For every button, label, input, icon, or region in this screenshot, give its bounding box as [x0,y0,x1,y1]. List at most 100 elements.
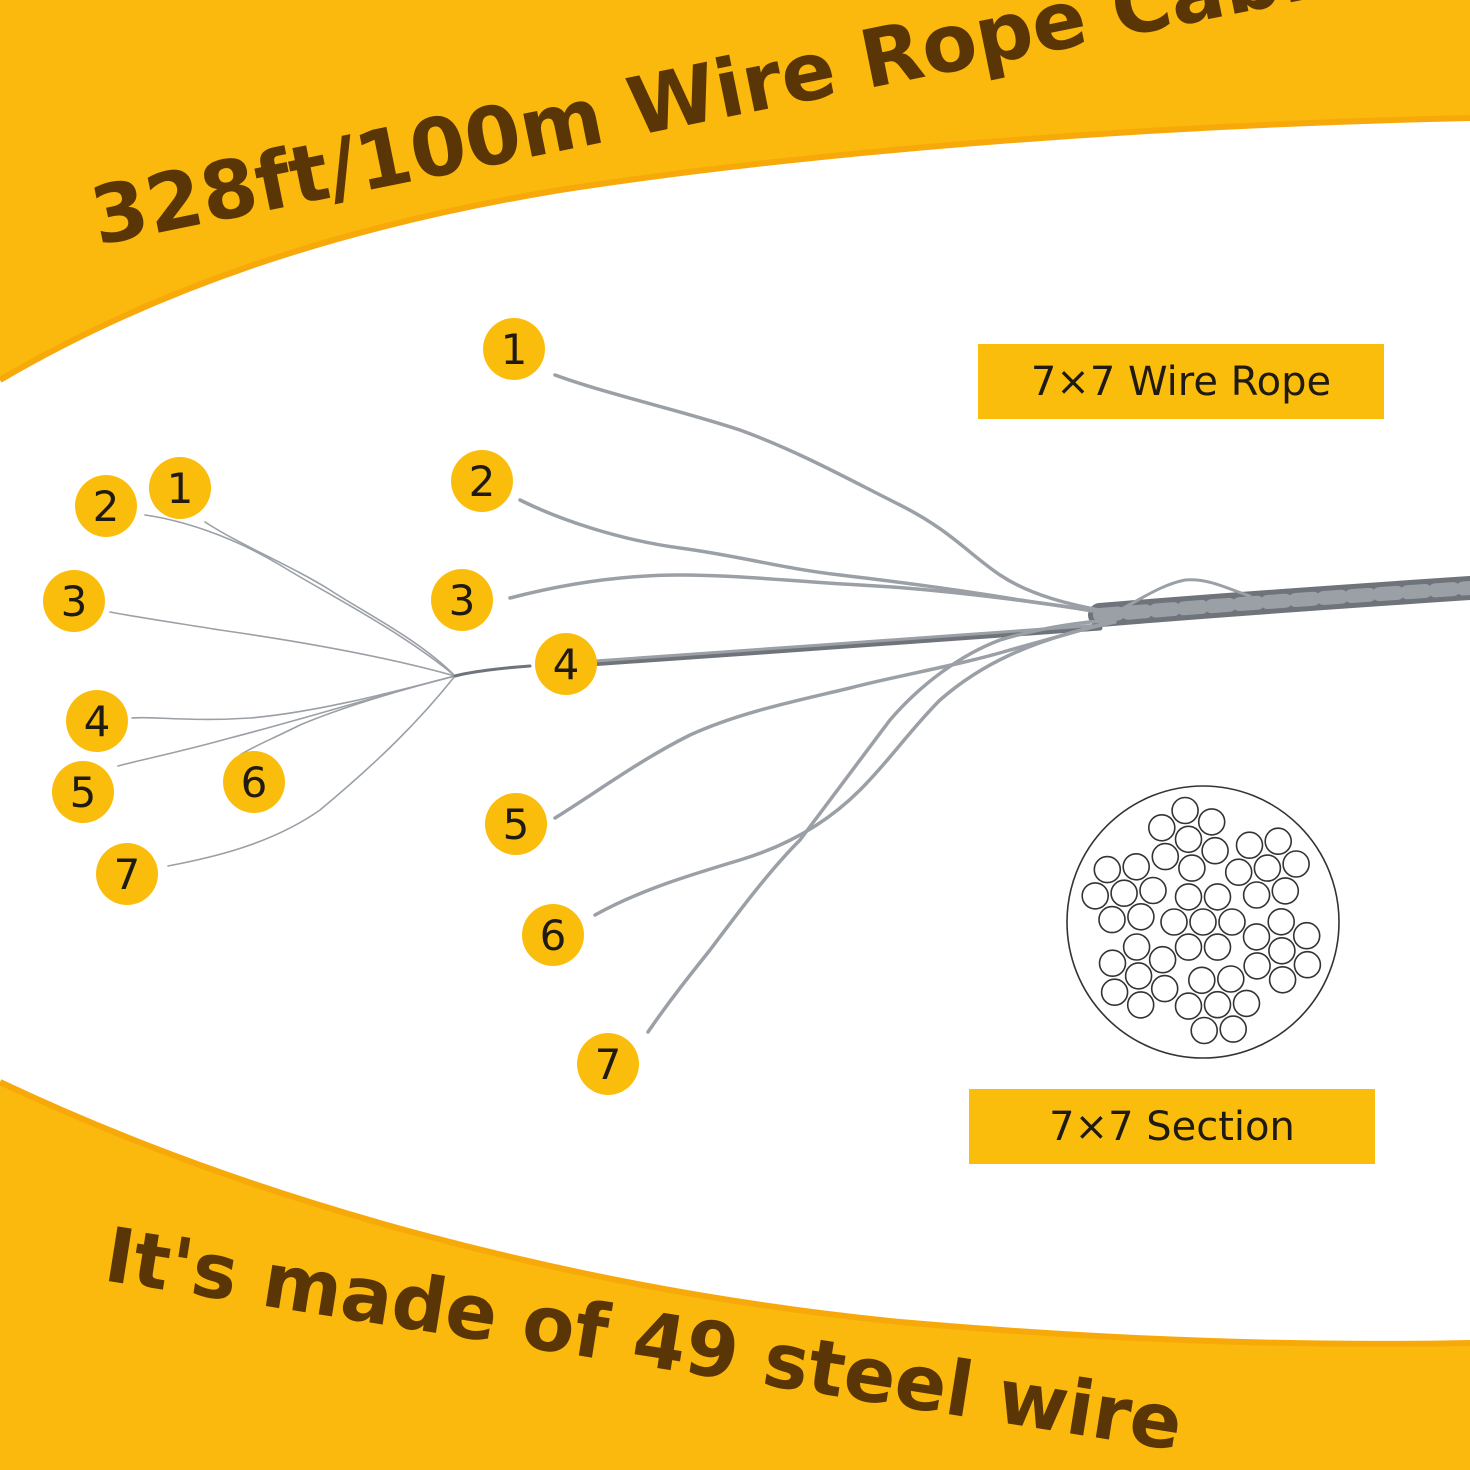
fine-wire-2 [144,514,456,677]
badge-left-1-text: 1 [167,464,194,513]
section-label: 7×7 Section [969,1089,1375,1164]
badge-left-2: 2 [75,475,137,537]
wire-rope-label: 7×7 Wire Rope [978,344,1384,419]
section-wire-22 [1124,962,1153,990]
section-wire-24 [1100,978,1129,1007]
strand-1 [553,373,1112,614]
badge-right-3-text: 3 [449,576,476,625]
section-wire-35 [1127,902,1155,931]
single-strand-highlight [593,623,1102,663]
section-wire-42 [1178,854,1206,882]
fine-wire-7 [167,675,456,867]
section-wire-10 [1268,965,1297,994]
section-wire-48 [1271,877,1300,905]
fine-wire-bundle [109,514,532,867]
badge-left-6: 6 [223,751,285,813]
section-wire-37 [1151,842,1180,871]
section-wire-13 [1267,907,1295,936]
badge-right-4-text: 4 [553,640,580,689]
badge-left-6-text: 6 [241,758,268,807]
section-wire-25 [1098,949,1127,978]
badge-right-6: 6 [522,904,584,966]
section-wire-20 [1217,965,1245,993]
section-wire-46 [1264,827,1292,856]
section-wire-32 [1093,855,1122,884]
section-wire-5 [1160,908,1188,936]
section-wire-30 [1098,905,1126,934]
section-wire-2 [1218,908,1246,936]
main-wire-rope [508,373,1470,1034]
badge-left-5: 5 [52,761,114,823]
strand-2 [518,498,1112,616]
section-wire-29 [1110,879,1138,908]
fine-wire-core [453,664,532,678]
badge-right-7-text: 7 [595,1040,622,1089]
badge-left-2-text: 2 [93,482,120,531]
section-wire-40 [1197,808,1226,836]
section-wire-26 [1122,933,1151,961]
section-wire-36 [1174,825,1203,854]
cross-section-diagram [1066,785,1340,1059]
section-wire-23 [1126,991,1155,1019]
section-wire-11 [1243,952,1271,980]
strand-3 [508,573,1117,617]
section-wire-44 [1224,858,1253,887]
fine-wire-1 [204,521,456,677]
badge-left-7-text: 7 [114,850,141,899]
badge-left-7: 7 [96,843,158,905]
badge-left-4: 4 [66,690,128,752]
section-wire-7 [1203,883,1232,911]
section-wires [1081,796,1322,1045]
badge-right-6-text: 6 [540,911,567,960]
section-wire-49 [1242,881,1271,909]
section-wire-41 [1201,836,1229,865]
fine-wire-4 [131,675,456,721]
section-wire-19 [1188,966,1216,995]
top-banner-edge [0,115,1470,383]
section-wire-3 [1203,933,1232,961]
section-wire-15 [1203,990,1232,1019]
section-wire-14 [1292,921,1321,950]
section-wire-21 [1232,989,1261,1018]
badge-right-7: 7 [577,1033,639,1095]
badge-right-1-text: 1 [501,325,528,374]
section-wire-45 [1235,831,1264,860]
section-wire-18 [1174,992,1203,1020]
strand-loop [1108,578,1252,617]
section-wire-33 [1122,852,1150,881]
section-wire-1 [1189,908,1217,936]
section-wire-4 [1174,933,1203,961]
strand-5 [553,618,1117,820]
badge-right-2: 2 [451,450,513,512]
section-wire-34 [1139,876,1167,905]
badge-right-3: 3 [431,569,493,631]
section-wire-27 [1148,945,1177,974]
section-wire-43 [1253,854,1282,882]
badge-right-1: 1 [483,318,545,380]
section-wire-47 [1282,850,1310,878]
badge-right-4: 4 [535,633,597,695]
badge-right-5: 5 [485,793,547,855]
section-wire-6 [1174,883,1203,911]
section-wire-39 [1171,796,1199,825]
section-wire-38 [1148,813,1176,842]
badge-left-5-text: 5 [70,768,97,817]
section-wire-12 [1242,923,1271,951]
section-wire-9 [1293,950,1322,979]
section-wire-28 [1150,974,1179,1003]
fine-wire-6 [239,675,456,756]
badge-left-1: 1 [149,457,211,519]
badge-left-3-text: 3 [61,577,88,626]
section-wire-31 [1081,882,1109,910]
badge-right-2-text: 2 [469,457,496,506]
strand-7 [646,618,1117,1034]
top-banner [0,0,1470,380]
fine-wire-3 [109,611,456,677]
section-wire-8 [1268,936,1296,965]
strand-6 [593,620,1117,917]
section-wire-17 [1190,1016,1218,1045]
badge-left-4-text: 4 [84,697,111,746]
bottom-banner-edge [0,1079,1470,1347]
